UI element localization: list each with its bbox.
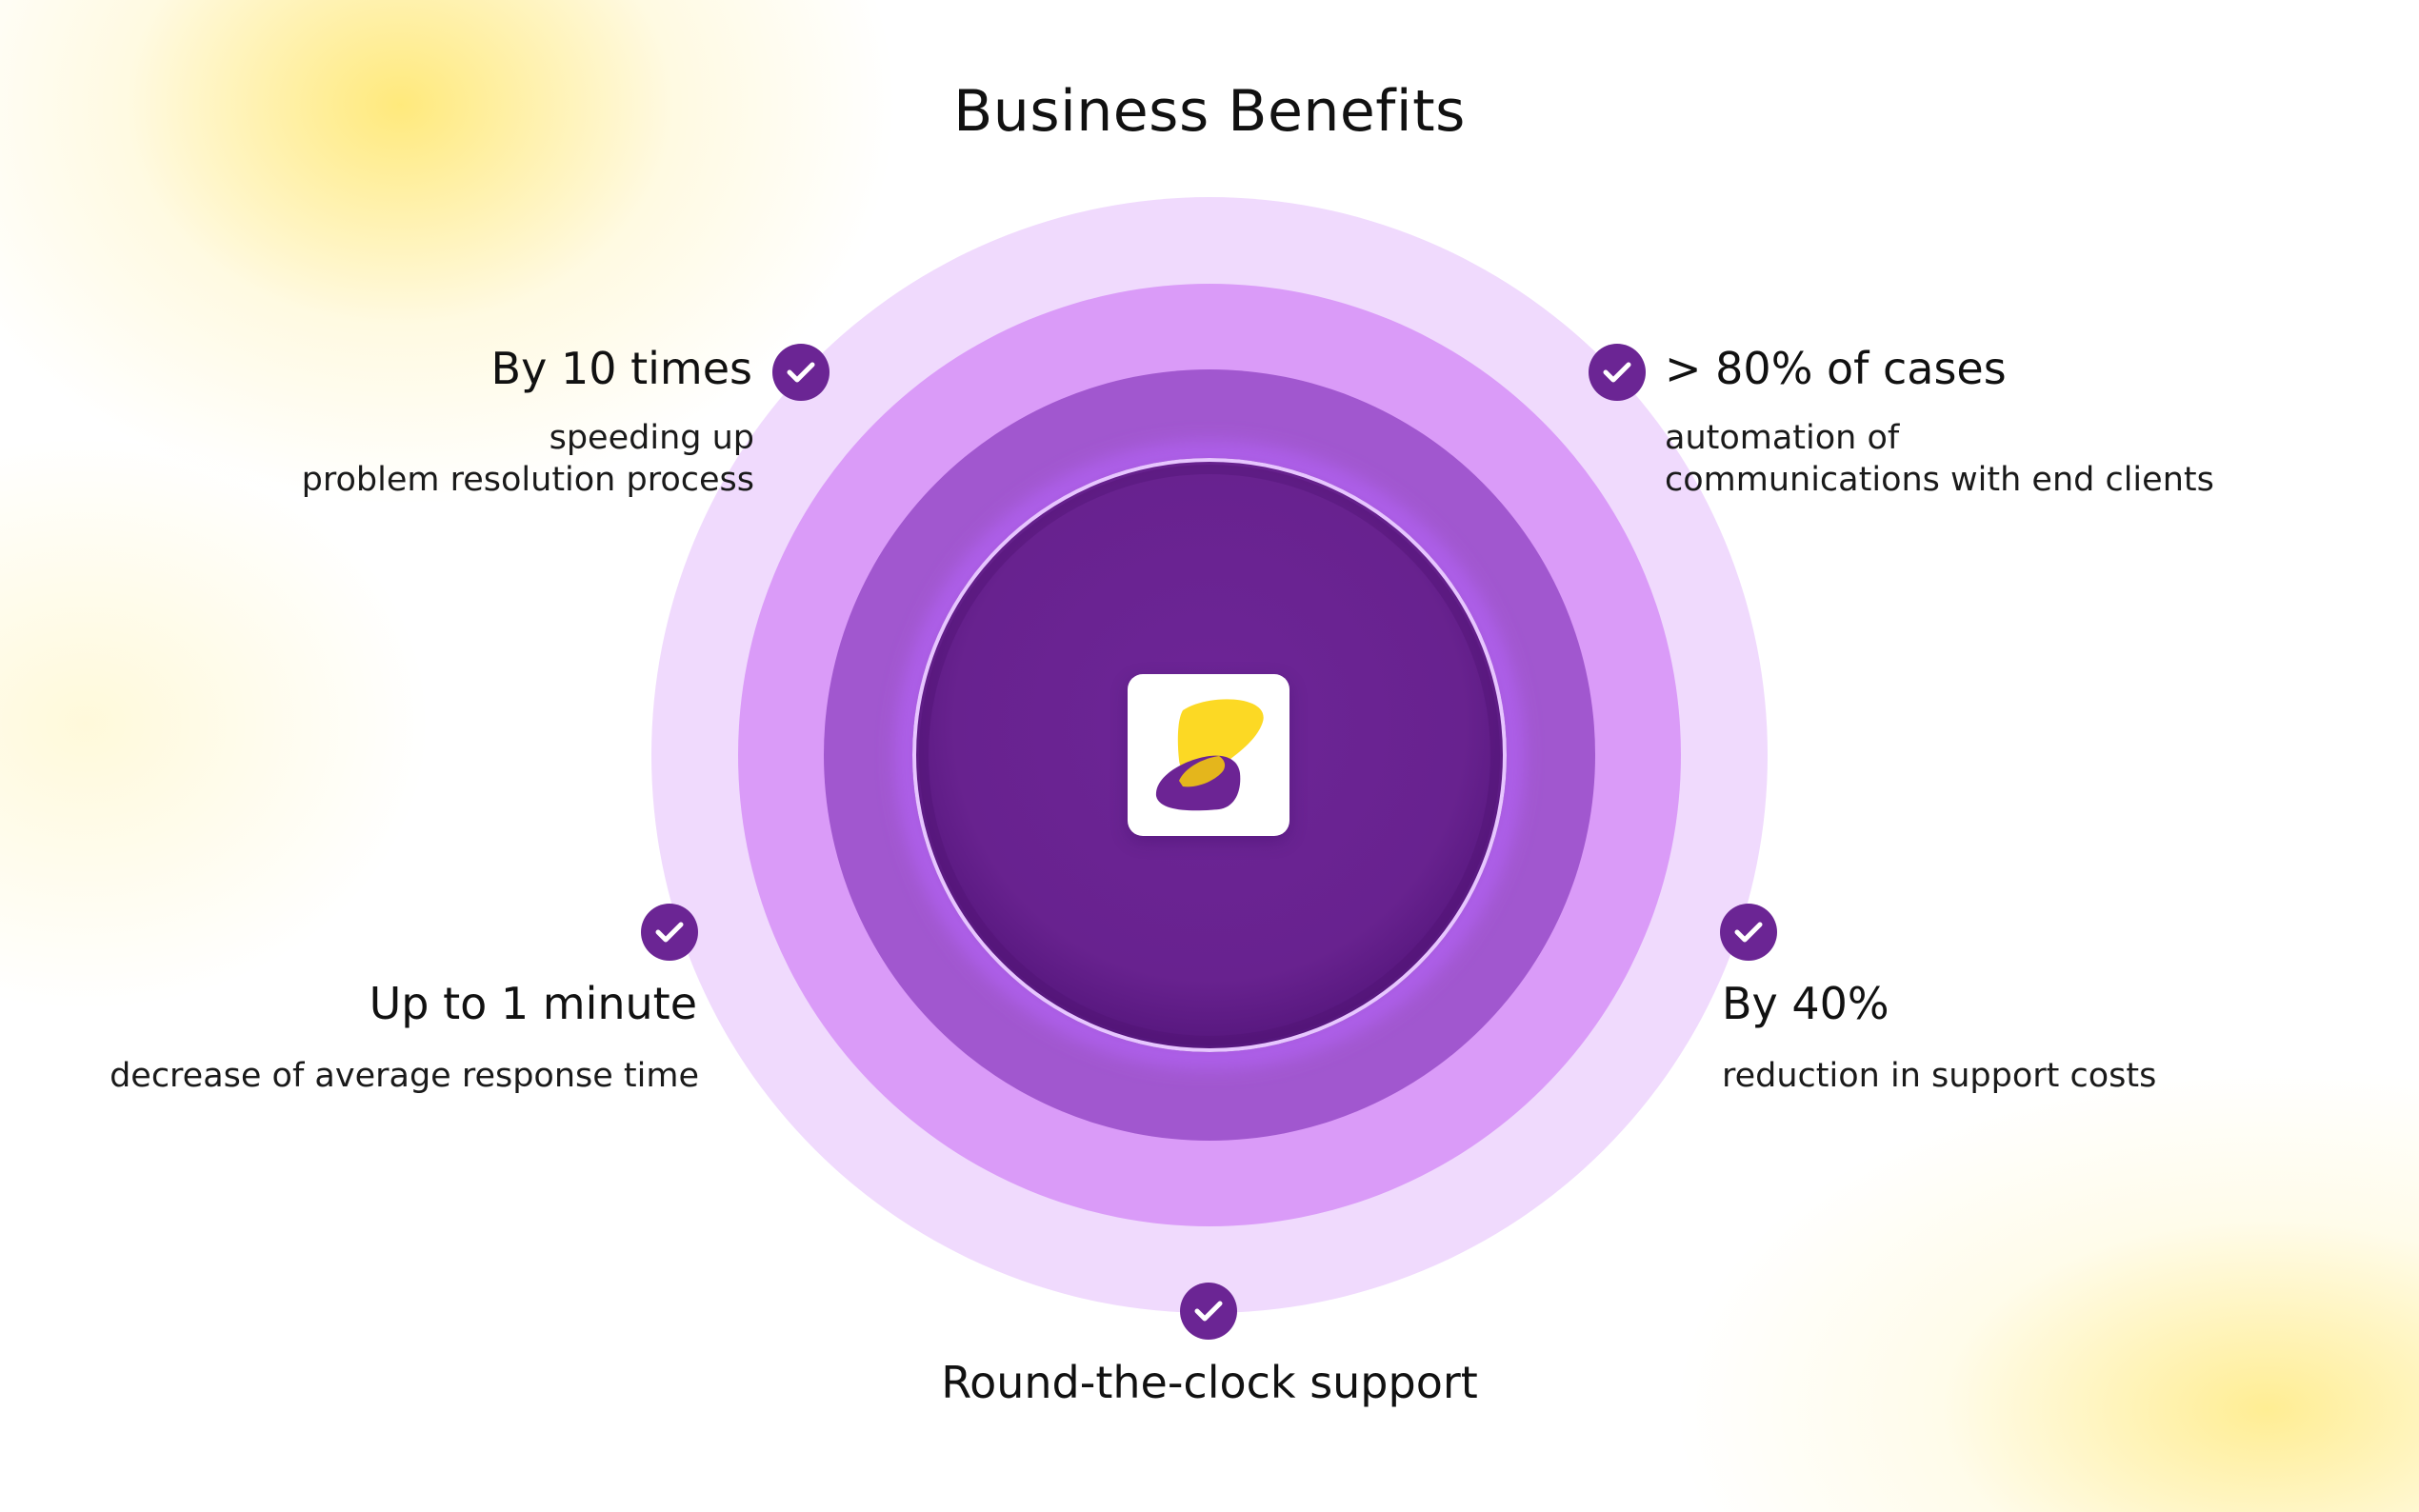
benefit-3-description-line-1: decrease of average response time — [110, 1057, 699, 1095]
benefit-4-description-line-1: reduction in support costs — [1722, 1057, 2157, 1095]
benefit-2-headline: > 80% of cases — [1665, 343, 2007, 394]
core-glow — [897, 443, 1522, 1067]
check-icon — [787, 362, 815, 383]
check-badge-5 — [1180, 1283, 1237, 1340]
core-rim — [912, 458, 1507, 1052]
brand-logo-icon — [1155, 699, 1264, 811]
check-badge-1 — [772, 344, 830, 401]
brand-logo-tile — [1128, 674, 1289, 836]
check-badge-4 — [1720, 904, 1777, 961]
benefit-2-description-line-2: communications with end clients — [1665, 461, 2214, 499]
check-badge-2 — [1589, 344, 1646, 401]
check-icon — [1603, 362, 1631, 383]
benefit-4-description: reduction in support costs — [1722, 1055, 2156, 1097]
benefit-1-description-line-2: problem resolution process — [301, 461, 754, 499]
benefit-1-headline: By 10 times — [490, 343, 752, 394]
benefit-1-description-line-1: speeding up — [549, 419, 754, 457]
benefit-4-headline: By 40% — [1722, 978, 1889, 1029]
benefit-2-description: automation of communications with end cl… — [1665, 417, 2214, 501]
benefit-1-description: speeding up problem resolution process — [302, 417, 754, 501]
core-inner-shadow — [919, 465, 1500, 1045]
benefit-2-description-line-1: automation of — [1665, 419, 1900, 457]
benefit-5-headline: Round-the-clock support — [941, 1357, 1478, 1408]
check-icon — [1734, 922, 1763, 943]
benefit-3-headline: Up to 1 minute — [369, 978, 697, 1029]
check-badge-3 — [641, 904, 698, 961]
benefit-3-description: decrease of average response time — [110, 1055, 699, 1097]
check-icon — [655, 922, 684, 943]
page-title: Business Benefits — [953, 78, 1466, 145]
check-icon — [1194, 1301, 1223, 1322]
